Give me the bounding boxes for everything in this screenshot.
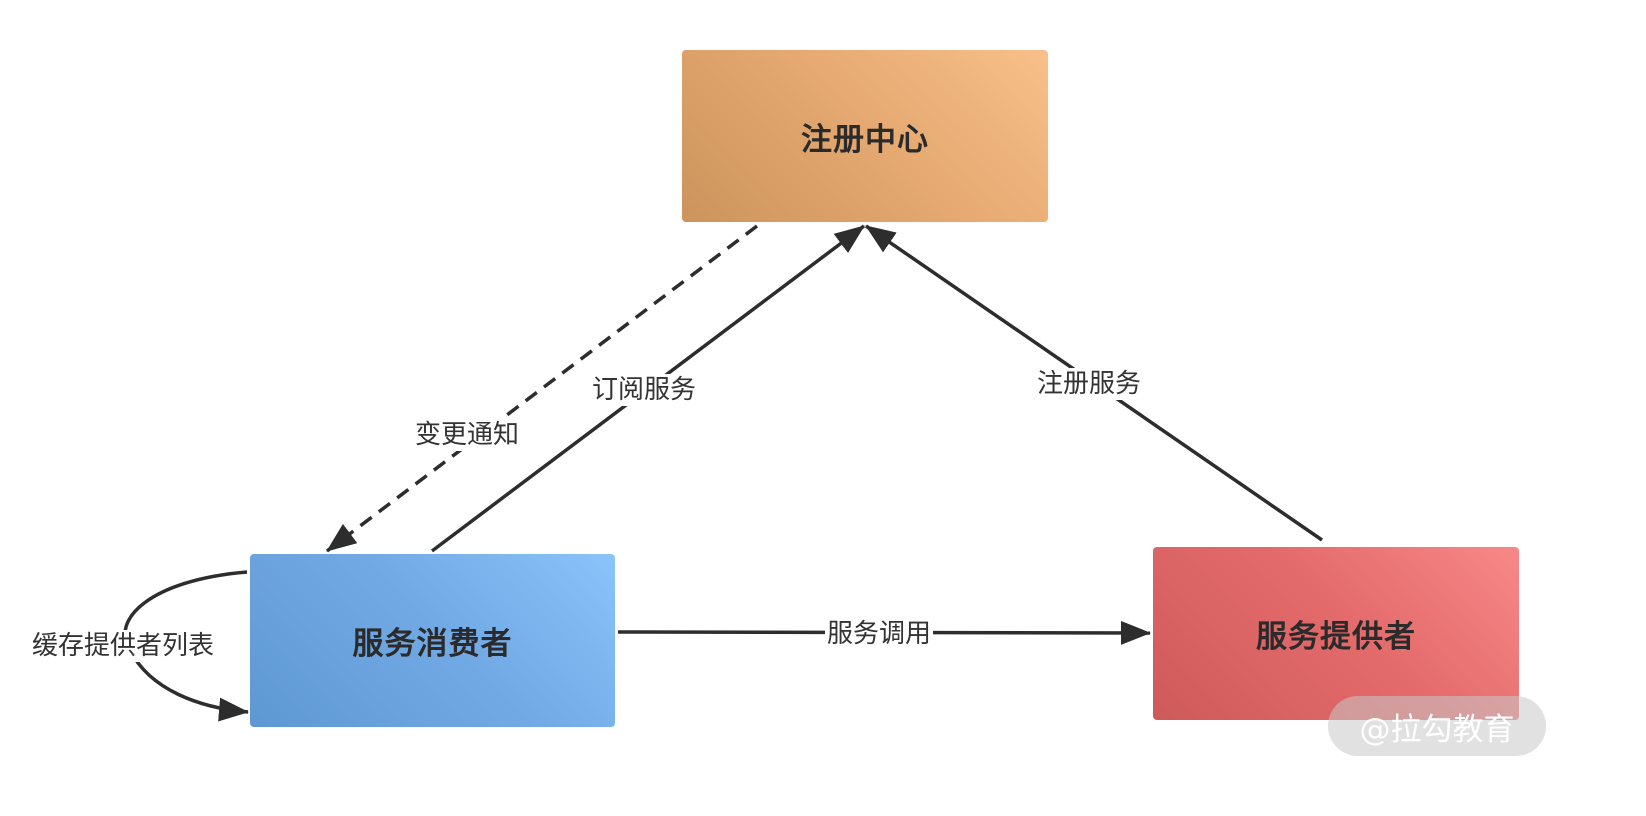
cache-label: 缓存提供者列表 — [30, 630, 217, 662]
provider-label: 服务提供者 — [1256, 619, 1416, 655]
notify-arrow — [325, 224, 759, 553]
watermark-text: @拉勾教育 — [1359, 711, 1515, 748]
registry-label: 注册中心 — [801, 121, 929, 158]
registry-node: 注册中心 — [682, 50, 1048, 222]
consumer-node: 服务消费者 — [250, 554, 615, 727]
consumer-label: 服务消费者 — [352, 626, 513, 662]
provider-node: 服务提供者 — [1153, 547, 1519, 720]
invoke-label: 服务调用 — [825, 618, 934, 650]
watermark: @拉勾教育 — [1328, 696, 1546, 756]
register-label: 注册服务 — [1035, 368, 1144, 400]
subscribe-label: 订阅服务 — [590, 374, 699, 406]
notify-label: 变更通知 — [413, 419, 522, 451]
